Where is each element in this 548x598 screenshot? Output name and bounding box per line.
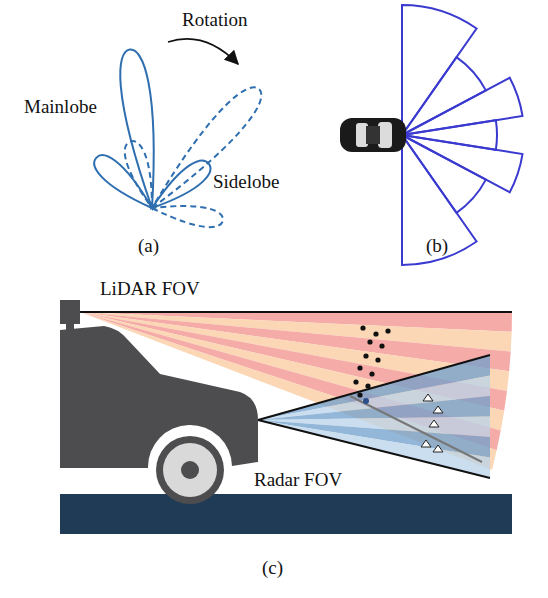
side-view-scene — [60, 300, 512, 534]
label: (b) — [426, 236, 448, 257]
rotation-arrow — [168, 39, 238, 64]
car-top-view — [340, 118, 406, 152]
label: (a) — [138, 236, 159, 257]
label: Sidelobe — [213, 172, 280, 193]
label: LiDAR FOV — [100, 279, 200, 300]
label: Radar FOV — [254, 470, 342, 491]
radiation-pattern — [94, 49, 261, 227]
label: (c) — [262, 558, 283, 579]
radar-sectors — [402, 5, 522, 265]
label: Mainlobe — [24, 97, 97, 118]
label: Rotation — [182, 10, 247, 31]
